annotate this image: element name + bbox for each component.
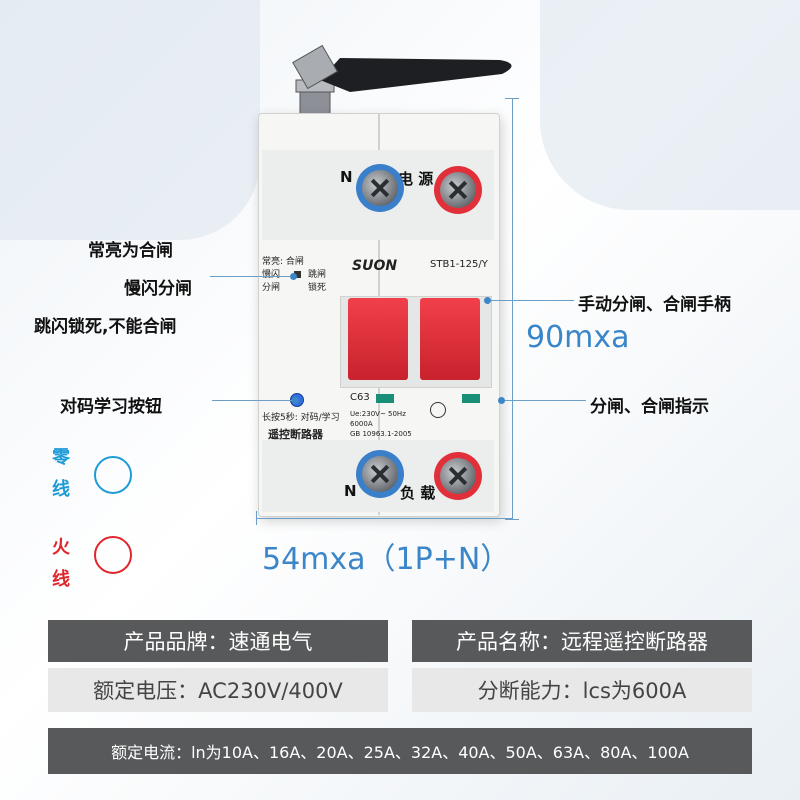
height-dimension-label: 90mxa [526,320,630,355]
width-dimension-tick-left [256,511,257,525]
status-slow: 慢闪 [262,270,281,280]
spec-current-row: 额定电流：ln为10A、16A、20A、25A、32A、40A、50A、63A、… [48,728,752,774]
legend-neutral-char-1: 零 [52,447,70,468]
status-open: 分闸 [262,283,281,293]
bottom-n-label: N [344,482,357,500]
rating-label: C63 [350,392,370,403]
bottom-live-screw[interactable] [440,458,476,494]
callout-slow-blink: 慢闪分闸 [124,279,192,299]
spec-voltage-row: 额定电压：AC230V/400V [48,668,388,712]
height-dimension-line [512,98,513,520]
leader-dot-indicator [498,397,505,404]
leader-line-pair [212,400,292,401]
top-live-screw[interactable] [440,172,476,208]
spec-breaking: 6000A [350,420,373,428]
antenna [290,40,530,130]
top-neutral-screw[interactable] [362,170,398,206]
live-status-window [462,394,480,403]
status-trip: 跳闸 [308,270,327,280]
legend-live-char-1: 火 [52,537,70,558]
height-dimension-tick-bottom [505,519,519,520]
top-n-label: N [340,168,353,186]
leader-line-status [210,276,290,277]
live-legend-circle [94,536,132,574]
leader-line-indicator [500,400,586,401]
callout-indicator: 分闸、合闸指示 [590,397,709,417]
callout-fast-blink: 跳闪锁死,不能合闸 [34,317,177,337]
spec-brand: 产品品牌：速通电气 [48,620,388,662]
status-led [294,271,301,278]
leader-dot-pair [292,397,299,404]
press-note: 长按5秒: 对码/学习 [262,413,340,423]
spec-breaking-row: 分断能力：lcs为600A [412,668,752,712]
status-lock: 锁死 [308,283,327,293]
neutral-handle[interactable] [348,298,408,380]
background-shape [0,0,260,240]
ccc-mark-icon [430,402,446,418]
live-handle[interactable] [420,298,480,380]
brand-logo: SUON [352,258,398,274]
leader-dot-handle [484,297,491,304]
width-dimension-line [256,518,512,519]
neutral-legend-circle [94,456,132,494]
bottom-neutral-screw[interactable] [362,456,398,492]
callout-pair-button: 对码学习按钮 [60,397,162,417]
neutral-status-window [376,394,394,403]
leader-line-handle [488,300,574,301]
bottom-load-label: 负 载 [400,484,436,502]
device-name: 遥控断路器 [268,428,323,441]
spec-product-name: 产品名称：远程遥控断路器 [412,620,752,662]
spec-voltage: Ue:230V~ 50Hz [350,410,406,418]
legend-live-char-2: 线 [52,569,70,590]
legend-neutral-char-2: 线 [52,479,70,500]
background-shape [540,0,800,210]
top-power-label: 电 源 [398,170,434,188]
height-dimension-tick-top [505,98,519,99]
spec-standard: GB 10963.1-2005 [350,430,412,438]
callout-steady-on: 常亮为合闸 [88,241,173,261]
callout-manual-handle: 手动分闸、合闸手柄 [578,295,731,315]
status-steady: 常亮: 合闸 [262,257,304,267]
model-number: STB1-125/Y [430,259,488,270]
width-dimension-label: 54mxa（1P+N） [262,542,511,577]
leader-dot-status [290,273,297,280]
